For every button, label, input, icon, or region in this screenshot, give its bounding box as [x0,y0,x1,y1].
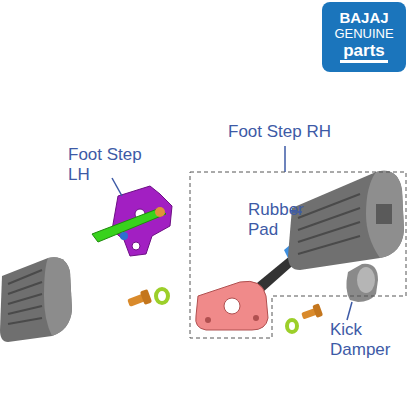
part-name: Rubber Pad [248,200,308,240]
dashed-outline-path [190,172,406,338]
part-name: Foot Step LH [68,145,153,185]
brand-logo: BAJAJGENUINEparts [322,2,406,72]
part-group-box: Foot Step RH [188,122,410,344]
lh-bolt-washer [127,289,168,307]
rh-rubber-pad [288,171,404,270]
brand-tagline: GENUINE [322,26,406,42]
group-heading: Foot Step RH [228,122,331,142]
dashed-outline [188,122,410,344]
lh-foot-step-bracket [92,186,172,256]
lh-rubber-pad [0,257,72,342]
rh-bolt-washer [287,303,323,332]
part-name: Kick Damper [330,320,396,360]
brand-tagline: parts [340,42,388,63]
brand-name: BAJAJ [322,10,406,26]
